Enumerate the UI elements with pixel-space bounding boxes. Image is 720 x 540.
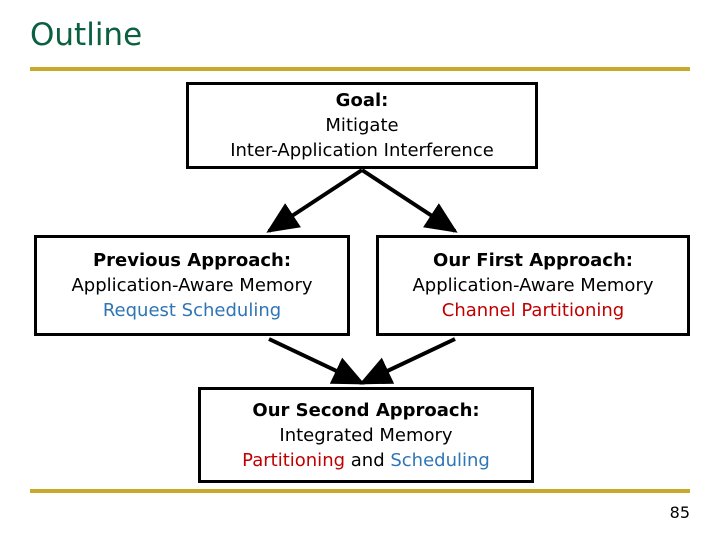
footer-divider-rule [30,489,690,493]
previous-approach-line3: Request Scheduling [102,300,282,321]
our-second-approach-box[interactable]: Our Second Approach: Integrated Memory P… [198,387,534,483]
page-number: 85 [669,503,690,522]
our-first-approach-line3: Channel Partitioning [441,300,625,321]
goal-box-line2: Mitigate [325,115,399,136]
our-first-approach-heading: Our First Approach: [433,250,633,271]
previous-approach-box[interactable]: Previous Approach: Application-Aware Mem… [34,235,350,336]
our-second-approach-line3-partitioning: Partitioning [242,449,346,471]
our-second-approach-line3: Partitioning and Scheduling [201,448,531,473]
page-title: Outline [30,17,143,53]
previous-approach-heading: Previous Approach: [92,250,292,271]
arrow-goal-to-first [360,168,458,233]
title-divider-rule [30,67,690,71]
arrow-first-to-second [359,337,456,385]
previous-approach-line2: Application-Aware Memory [71,275,313,296]
our-second-approach-line3-and: and [345,449,391,471]
goal-box-line3: Inter-Application Interference [230,140,494,161]
our-first-approach-line2: Application-Aware Memory [412,275,654,296]
our-second-approach-heading: Our Second Approach: [252,399,480,421]
arrow-previous-to-second [268,337,365,385]
our-second-approach-line2: Integrated Memory [279,424,453,446]
arrow-goal-to-previous [266,168,364,233]
our-first-approach-box[interactable]: Our First Approach: Application-Aware Me… [376,235,690,336]
goal-box[interactable]: Goal: Mitigate Inter-Application Interfe… [186,82,538,169]
our-second-approach-line3-scheduling: Scheduling [390,449,490,471]
goal-box-heading: Goal: [335,90,389,111]
